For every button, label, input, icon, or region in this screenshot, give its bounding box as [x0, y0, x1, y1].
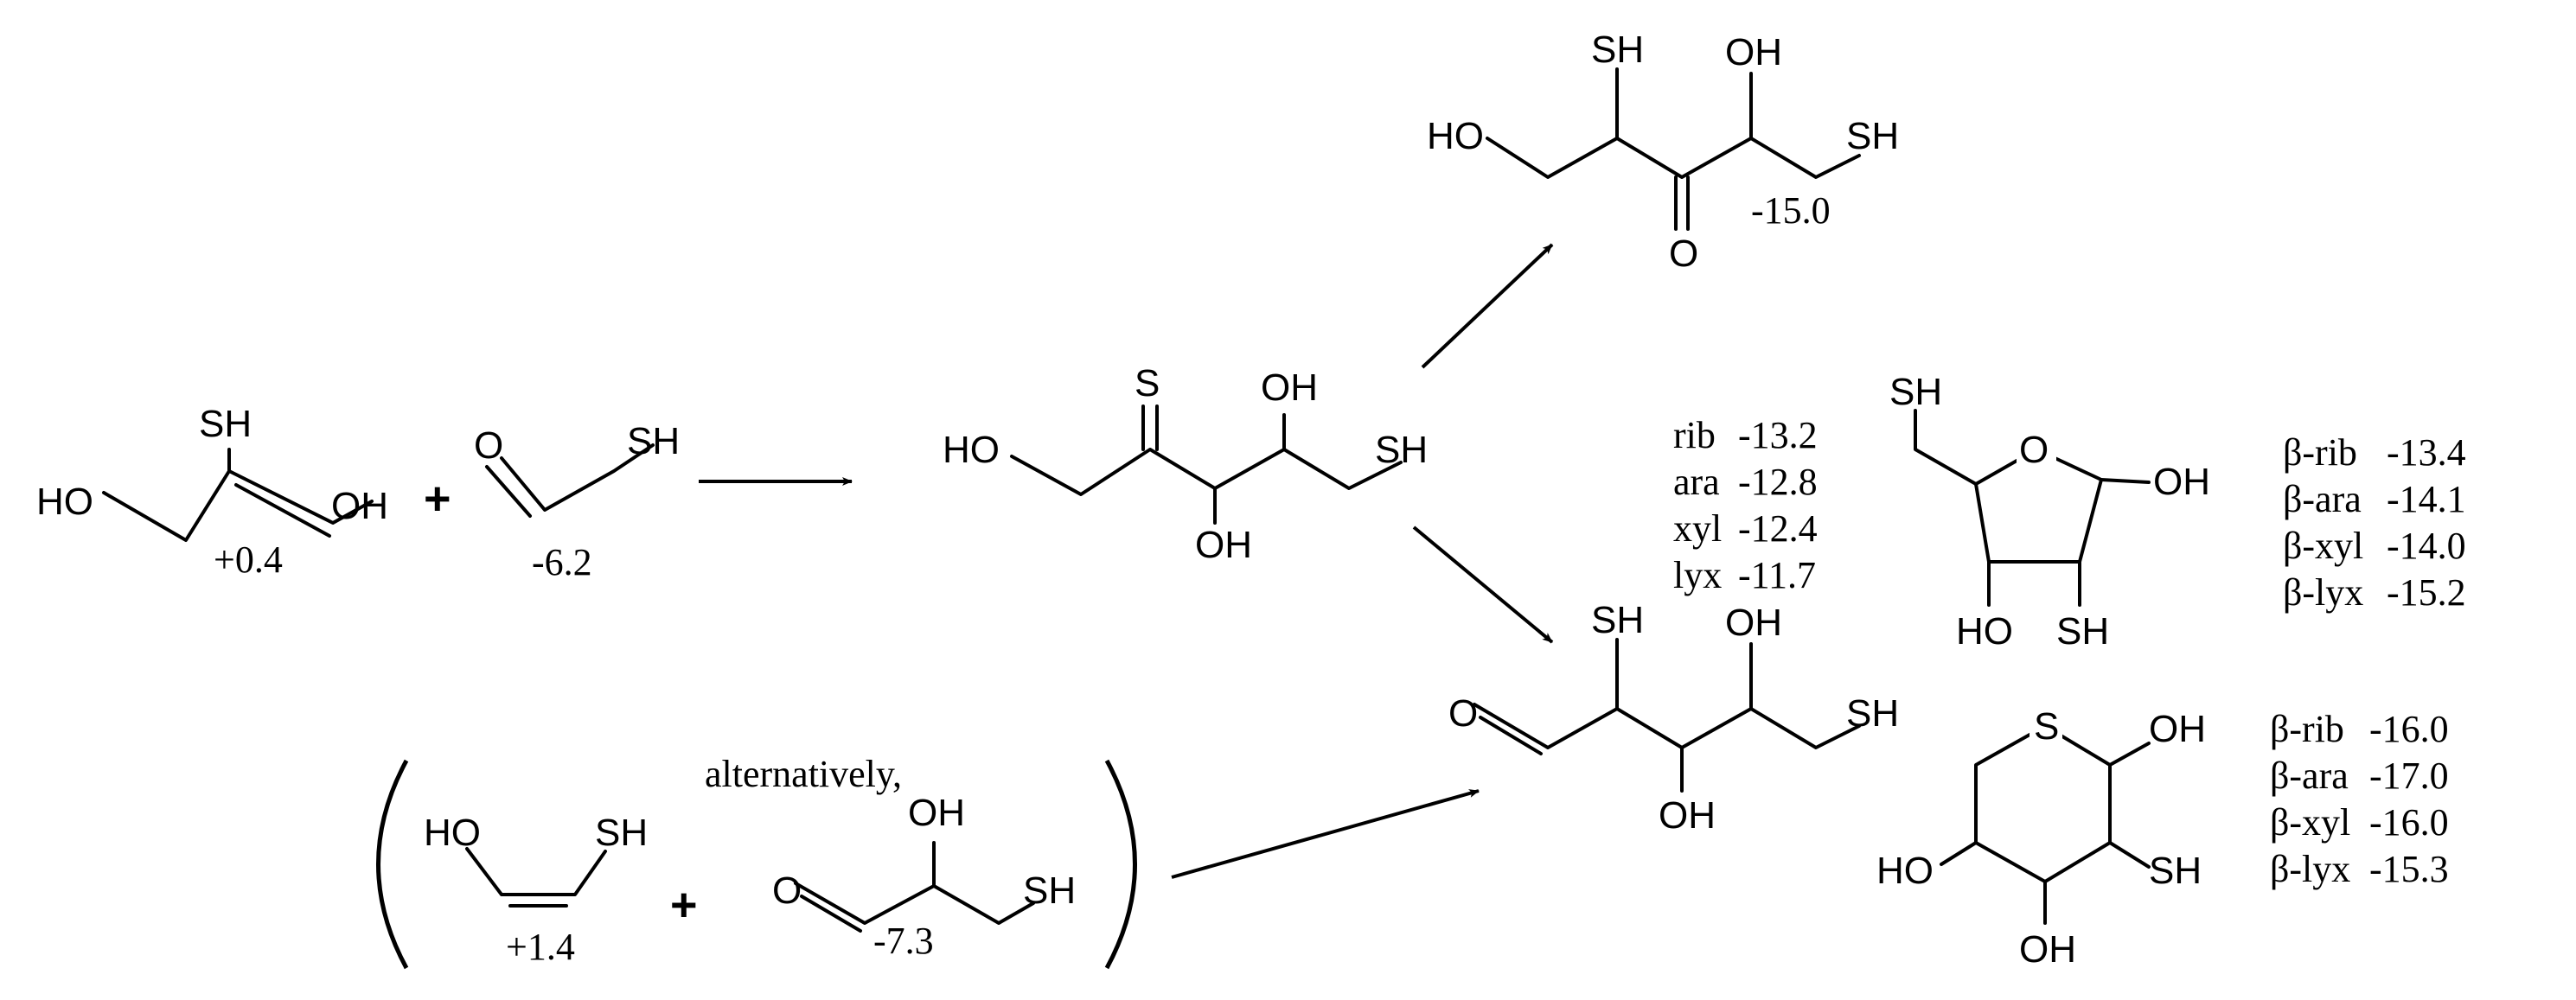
- hydroxyl-label: HO: [1876, 850, 1934, 892]
- energy-label: +1.4: [506, 926, 575, 968]
- aldose-energy: -12.4: [1738, 507, 1818, 550]
- thiol-label: SH: [1889, 371, 1942, 413]
- aldose-energy: -12.8: [1738, 461, 1818, 503]
- thiol-label: SH: [2149, 850, 2202, 892]
- thiopyranose-structure: S OH SH OH HO: [1876, 705, 2206, 971]
- anomer-energy: -15.3: [2369, 848, 2449, 890]
- anomer-name: β-ara: [2270, 755, 2349, 797]
- energy-label: -15.0: [1751, 189, 1831, 232]
- thiol-label: SH: [1375, 429, 1428, 471]
- energy-label: +0.4: [214, 538, 283, 581]
- reactant-mercaptoacetaldehyde: O SH -6.2: [474, 420, 680, 583]
- hydroxyl-label: OH: [331, 485, 388, 527]
- thiol-label: SH: [1591, 29, 1644, 71]
- aldose-name: xyl: [1673, 507, 1722, 550]
- plus-sign: +: [670, 879, 698, 931]
- anomer-name: β-xyl: [2270, 801, 2350, 844]
- energy-label: -7.3: [873, 920, 934, 962]
- energy-label: -6.2: [532, 541, 592, 583]
- anomer-energy: -16.0: [2369, 708, 2449, 750]
- hydroxyl-label: HO: [943, 429, 1000, 471]
- product-ketose: SH OH HO SH O -15.0: [1427, 29, 1899, 275]
- carbonyl-oxygen-label: O: [1448, 692, 1478, 735]
- hydroxyl-label: HO: [36, 481, 93, 523]
- anomer-name: β-rib: [2283, 431, 2357, 474]
- anomer-energy: -17.0: [2369, 755, 2449, 797]
- alternatively-label: alternatively,: [705, 753, 902, 795]
- open-chain-energy-list: rib -13.2 ara -12.8 xyl -12.4 lyx -11.7: [1673, 414, 1818, 596]
- hydroxyl-label: OH: [2153, 461, 2210, 503]
- product-aldose: O SH OH OH SH: [1448, 599, 1899, 837]
- furanose-structure: O SH OH HO SH: [1889, 371, 2210, 653]
- left-parenthesis: [376, 759, 409, 970]
- reaction-arrow-up: [1421, 243, 1554, 369]
- ring-oxygen-label: O: [2019, 429, 2049, 471]
- thiol-label: SH: [199, 403, 252, 445]
- anomer-name: β-lyx: [2270, 848, 2350, 890]
- aldose-name: lyx: [1673, 554, 1722, 596]
- carbonyl-oxygen-label: O: [1669, 232, 1698, 275]
- plus-sign: +: [424, 473, 451, 525]
- thiol-label: SH: [1846, 115, 1899, 157]
- thiol-label: SH: [1023, 869, 1076, 912]
- hydroxyl-label: OH: [1725, 602, 1782, 644]
- hydroxyl-label: OH: [2149, 708, 2206, 750]
- anomer-energy: -15.2: [2387, 571, 2466, 614]
- reactant-enediol: SH HO OH +0.4: [36, 403, 388, 581]
- ring-sulfur-label: S: [2034, 705, 2059, 748]
- aldose-energy: -11.7: [1738, 554, 1816, 596]
- thiol-label: SH: [1846, 692, 1899, 735]
- thione-sulfur-label: S: [1135, 362, 1160, 404]
- carbonyl-oxygen-label: O: [772, 869, 802, 912]
- aldose-name: ara: [1673, 461, 1720, 503]
- anomer-energy: -14.1: [2387, 478, 2466, 520]
- anomer-energy: -14.0: [2387, 525, 2466, 567]
- thiol-label: SH: [595, 812, 648, 854]
- thiol-label: SH: [627, 420, 680, 462]
- thiopyranose-energy-list: β-rib -16.0 β-ara -17.0 β-xyl -16.0 β-ly…: [2270, 708, 2449, 890]
- carbonyl-oxygen-label: O: [474, 424, 503, 467]
- anomer-energy: -16.0: [2369, 801, 2449, 844]
- hydroxyl-label: OH: [908, 792, 965, 834]
- thiol-label: SH: [1591, 599, 1644, 641]
- reaction-arrow-down: [1412, 525, 1554, 644]
- anomer-name: β-ara: [2283, 478, 2362, 520]
- alternative-pathway: alternatively, HO SH +1.4 + O OH SH -7.3: [376, 753, 1137, 970]
- furanose-energy-list: β-rib -13.4 β-ara -14.1 β-xyl -14.0 β-ly…: [2283, 431, 2466, 614]
- hydroxyl-label: OH: [1261, 366, 1318, 409]
- intermediate-thioketone: S OH OH HO SH: [943, 362, 1428, 566]
- aldose-energy: -13.2: [1738, 414, 1818, 456]
- anomer-name: β-rib: [2270, 708, 2344, 750]
- anomer-name: β-xyl: [2283, 525, 2363, 567]
- right-parenthesis: [1104, 759, 1137, 970]
- hydroxyl-label: HO: [424, 812, 481, 854]
- thiol-label: SH: [2056, 610, 2109, 653]
- anomer-energy: -13.4: [2387, 431, 2466, 474]
- hydroxyl-label: HO: [1427, 115, 1484, 157]
- reaction-arrow-alternative: [1171, 789, 1480, 879]
- hydroxyl-label: OH: [2019, 928, 2076, 971]
- anomer-name: β-lyx: [2283, 571, 2363, 614]
- hydroxyl-label: HO: [1956, 610, 2013, 653]
- aldose-name: rib: [1673, 414, 1716, 456]
- hydroxyl-label: OH: [1725, 31, 1782, 73]
- hydroxyl-label: OH: [1195, 524, 1252, 566]
- hydroxyl-label: OH: [1659, 794, 1716, 837]
